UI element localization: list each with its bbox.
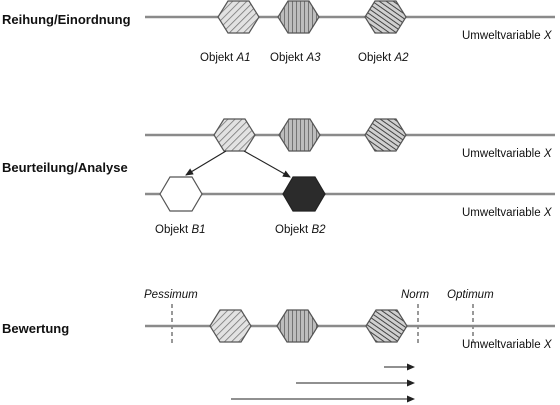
object-a1-reference-marker <box>213 118 256 152</box>
object-a3-evaluation-marker <box>276 309 319 343</box>
axis-label-assessment-top: Umweltvariable X <box>462 148 553 160</box>
object-b1-marker <box>159 176 203 212</box>
object-a2-reference-marker <box>364 118 407 152</box>
object-a1-marker <box>217 0 260 34</box>
arrow-to-b2 <box>243 150 291 178</box>
marker-label-pessimum: Pessimum <box>144 289 198 301</box>
axis-label-evaluation: Umweltvariable X <box>462 339 553 351</box>
object-a1-evaluation-marker <box>209 309 252 343</box>
object-a3-marker <box>277 0 320 34</box>
section-title-ranking: Reihung/Einordnung <box>2 12 131 27</box>
object-b2-label: Objekt B2 <box>275 224 326 236</box>
marker-label-norm: Norm <box>401 289 430 301</box>
object-a2-label: Objekt A2 <box>358 52 409 64</box>
object-a3-label: Objekt A3 <box>270 52 321 64</box>
arrow-to-b1 <box>185 150 227 176</box>
axis-label-assessment-bottom: Umweltvariable X <box>462 207 553 219</box>
object-a3-reference-marker <box>278 118 321 152</box>
marker-label-optimum: Optimum <box>447 289 494 301</box>
object-a1-label: Objekt A1 <box>200 52 251 64</box>
section-title-evaluation: Bewertung <box>2 321 69 336</box>
object-a2-marker <box>364 0 407 34</box>
axis-label-ranking: Umweltvariable X <box>462 30 553 42</box>
section-title-assessment: Beurteilung/Analyse <box>2 160 128 175</box>
object-a2-evaluation-marker <box>365 309 408 343</box>
object-b1-label: Objekt B1 <box>155 224 206 236</box>
object-b2-marker <box>282 176 326 212</box>
